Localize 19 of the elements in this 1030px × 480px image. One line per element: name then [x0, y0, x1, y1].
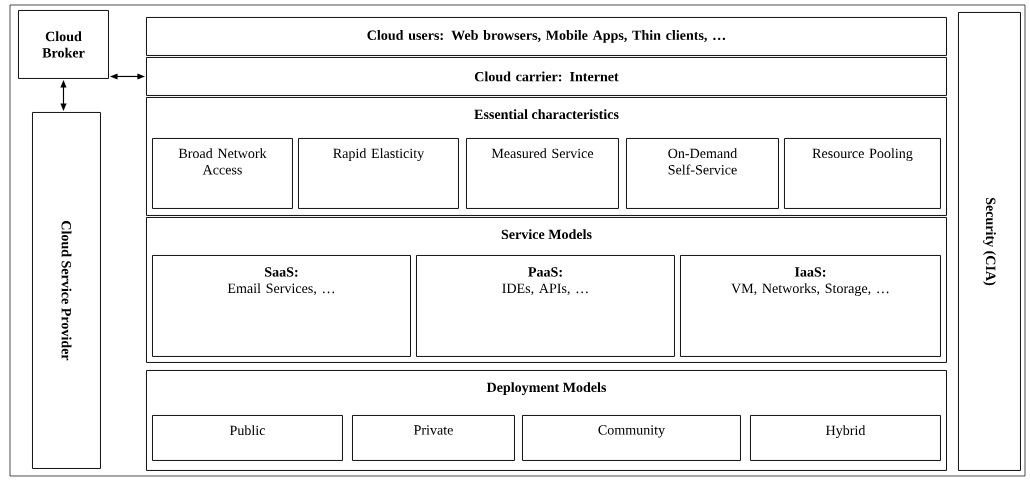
item-box: Resource Pooling	[784, 138, 941, 209]
double-arrow	[60, 79, 67, 111]
item-box: IaaS: VM, Networks, Storage, …	[680, 255, 941, 357]
double-arrow	[109, 73, 145, 80]
item-box: SaaS: Email Services, …	[152, 255, 411, 357]
item-box: Broad Network Access	[152, 138, 293, 209]
label-box: Cloud users: Web browsers, Mobile Apps, Thin clients, …	[146, 17, 947, 56]
item-box: On-Demand Self-Service	[626, 138, 779, 209]
item-box: Hybrid	[750, 415, 941, 461]
label-box: Cloud carrier: Internet	[146, 57, 947, 96]
label-box: Cloud Broker	[18, 10, 109, 79]
vertical-box: Cloud Service Provider	[32, 112, 101, 469]
item-box: Public	[152, 415, 343, 461]
item-box: PaaS: IDEs, APIs, …	[416, 255, 675, 357]
item-box: Private	[352, 415, 515, 461]
item-box: Measured Service	[466, 138, 619, 209]
item-box: Rapid Elasticity	[298, 138, 459, 209]
item-box: Community	[522, 415, 741, 461]
vertical-box: Security (CIA)	[958, 12, 1021, 471]
